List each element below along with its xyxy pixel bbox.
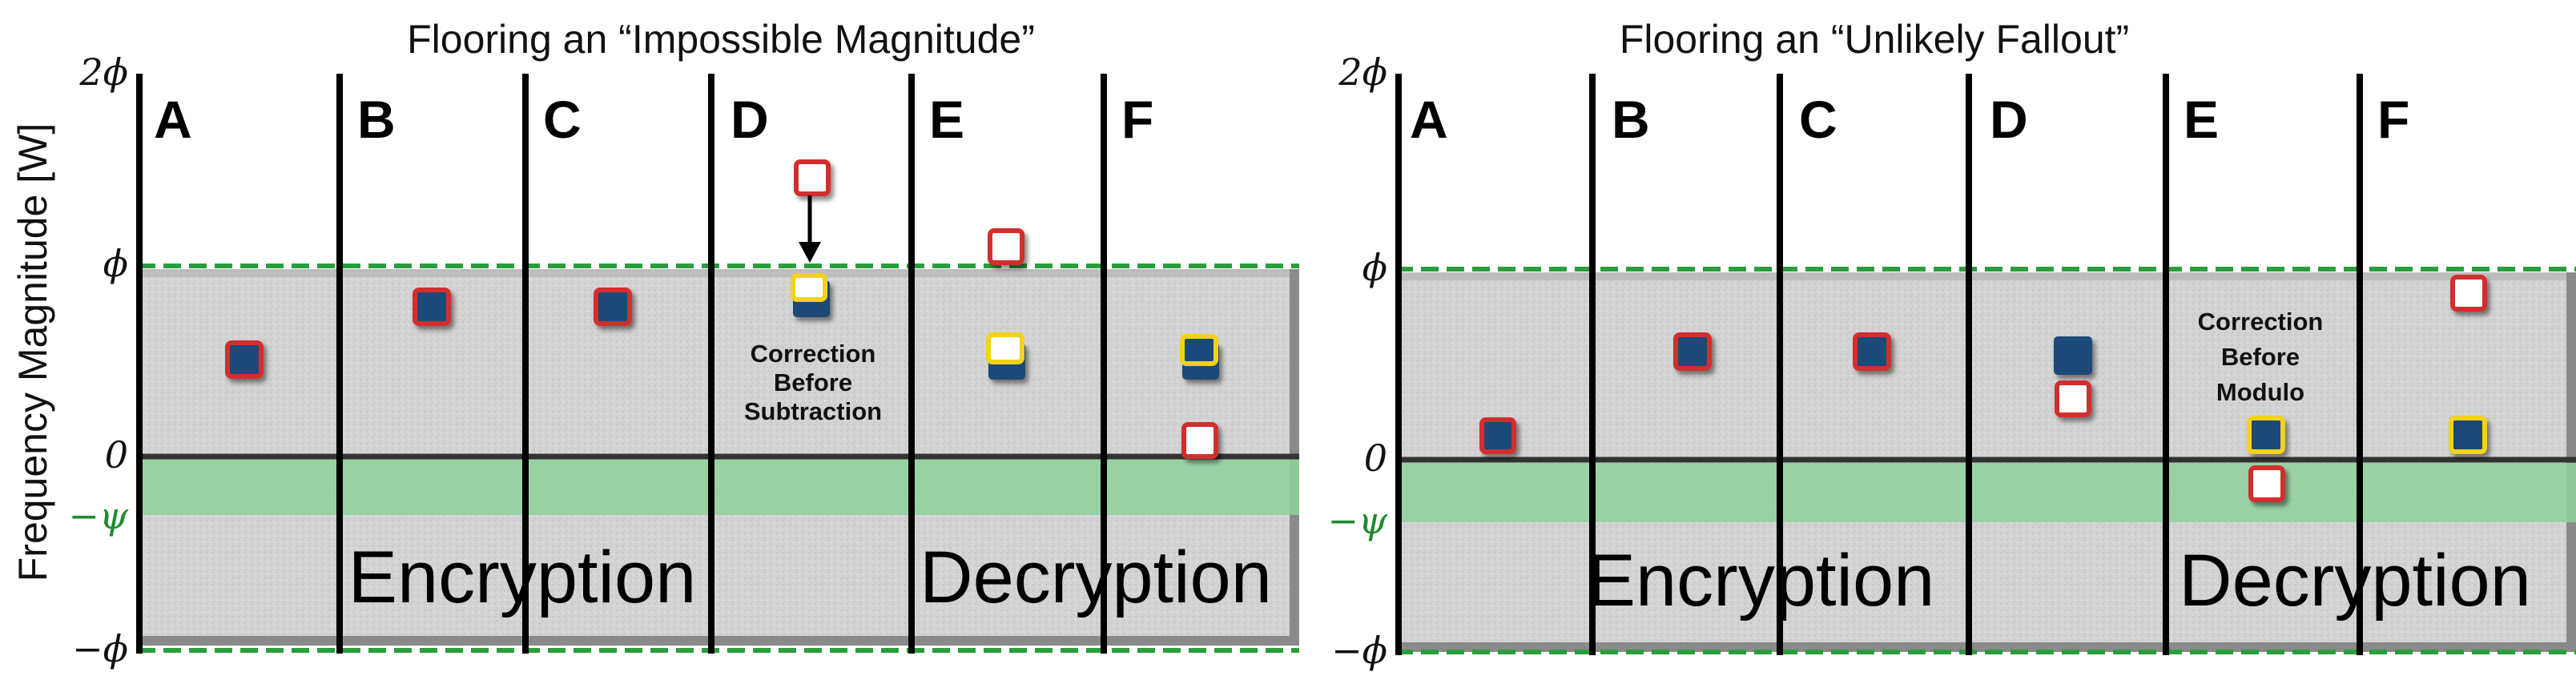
- marker-d-blue-right: [2054, 336, 2092, 375]
- tick-zero-right: 0: [1364, 437, 1387, 480]
- marker-e-yellow-hollow: [986, 332, 1024, 364]
- panel-right-dividers: [1395, 74, 2363, 655]
- panel-left: Flooring an “Impossible Magnitude” 2ϕ ϕ …: [68, 17, 1299, 670]
- marker-f-yellow-filled-right: [2449, 416, 2487, 454]
- y-axis-label: Frequency Magnitude [W]: [10, 123, 55, 582]
- col-d-label-right: D: [1990, 90, 2028, 149]
- svg-text:Correction: Correction: [2198, 308, 2324, 336]
- marker-f-red-hollow: [1181, 422, 1218, 459]
- marker-c-red-filled-right: [1853, 332, 1891, 371]
- marker-d-yellow-hollow: [791, 273, 827, 302]
- svg-text:Before: Before: [2221, 343, 2300, 371]
- marker-b-red-filled-right: [1673, 332, 1712, 371]
- panel-right-title: Flooring an “Unlikely Fallout”: [1620, 17, 2129, 62]
- svg-text:Subtraction: Subtraction: [744, 397, 882, 425]
- marker-d-red-hollow-right: [2055, 380, 2091, 417]
- tick-phi-right: ϕ: [1362, 246, 1387, 289]
- tick-phi: ϕ: [103, 242, 128, 285]
- tick-neg-phi-right: −ϕ: [1331, 629, 1387, 672]
- marker-b-red-filled: [413, 288, 451, 326]
- marker-a-red-filled-right: [1479, 417, 1516, 454]
- tick-neg-psi-right: −ψ: [1327, 499, 1388, 542]
- tick-2phi-right: 2ϕ: [1338, 50, 1387, 94]
- panel-right: Flooring an “Unlikely Fallout” 2ϕ ϕ 0 −ψ…: [1327, 17, 2576, 672]
- panel-left-title: Flooring an “Impossible Magnitude”: [407, 17, 1035, 62]
- col-e-label: E: [929, 90, 964, 149]
- panel-right-decryption-label: Decryption: [2179, 540, 2531, 622]
- panel-right-green-band: [1395, 463, 2576, 522]
- marker-e-red-hollow-right: [2248, 465, 2285, 502]
- marker-a-red-filled: [225, 340, 264, 379]
- marker-f-red-hollow-right: [2450, 275, 2487, 312]
- marker-d-red-hollow: [794, 159, 831, 196]
- panel-left-green-band: [138, 459, 1299, 515]
- col-c-label-right: C: [1799, 90, 1837, 149]
- col-f-label-right: F: [2377, 90, 2409, 149]
- col-b-label-right: B: [1612, 90, 1650, 149]
- tick-neg-phi: −ϕ: [72, 627, 128, 670]
- tick-zero: 0: [105, 433, 128, 477]
- marker-f-yellow-filled: [1180, 334, 1218, 366]
- panel-left-dividers: [136, 74, 1107, 654]
- col-b-label: B: [357, 90, 396, 149]
- marker-e-yellow-filled-right: [2247, 416, 2285, 454]
- panel-right-encryption-label: Encryption: [1587, 540, 1935, 622]
- svg-text:Modulo: Modulo: [2216, 378, 2304, 406]
- panel-left-encryption-label: Encryption: [348, 537, 697, 618]
- svg-text:Before: Before: [774, 368, 852, 396]
- col-f-label: F: [1121, 90, 1153, 149]
- marker-c-red-filled: [594, 288, 632, 326]
- panel-right-note: Correction Before Modulo: [2198, 308, 2324, 406]
- arrow-d-head: [799, 242, 821, 263]
- col-d-label: D: [731, 90, 769, 149]
- tick-2phi: 2ϕ: [78, 50, 128, 94]
- col-a-label-right: A: [1410, 90, 1448, 149]
- marker-e-red-hollow: [988, 228, 1024, 265]
- col-a-label: A: [154, 90, 192, 149]
- panel-left-decryption-label: Decryption: [920, 537, 1272, 618]
- panel-left-note: Correction Before Subtraction: [744, 340, 882, 425]
- svg-text:Correction: Correction: [751, 340, 876, 368]
- col-c-label: C: [543, 90, 582, 149]
- col-e-label-right: E: [2184, 90, 2219, 149]
- tick-neg-psi: −ψ: [68, 494, 129, 537]
